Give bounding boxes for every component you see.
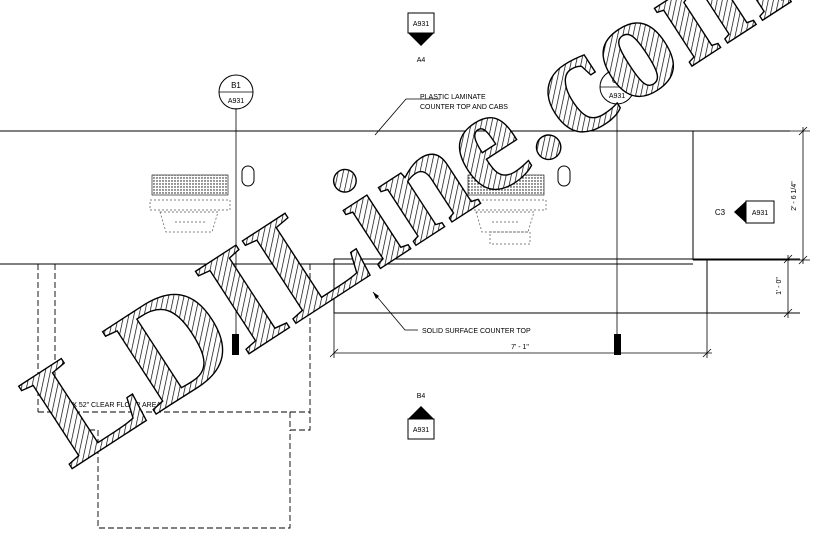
note-plastic-laminate-line2: COUNTER TOP AND CABS <box>420 104 508 111</box>
note-solid-surface: SOLID SURFACE COUNTER TOP <box>372 291 531 335</box>
section-marker-a4[interactable]: A931 A4 <box>407 12 435 64</box>
b4-sheet: A931 <box>413 427 429 434</box>
note-plastic-laminate: PLASTIC LAMINATE COUNTER TOP AND CABS <box>374 94 508 136</box>
section-marker-c3[interactable]: C3 A931 <box>715 200 775 224</box>
b4-label: B4 <box>417 393 426 400</box>
section-marker-b4[interactable]: B4 A931 <box>407 393 435 440</box>
a4-label: A4 <box>417 57 426 64</box>
c3-sheet: A931 <box>752 210 768 217</box>
solid-surface-counter <box>333 258 800 314</box>
dimension-counter-depth-text: 1' - 0" <box>776 277 783 295</box>
grid-c1-sheet: A931 <box>609 93 625 100</box>
sink-right <box>465 165 571 245</box>
grid-c1-id: C1 <box>612 76 623 85</box>
dimension-upper-height: 2' - 6 1/4" <box>790 126 810 265</box>
note-clear-floor: 30" X 52" CLEAR FLOOR AREA <box>60 402 161 409</box>
grid-bubble-b1[interactable]: B1 A931 <box>218 74 254 110</box>
grid-line-b1 <box>232 108 239 355</box>
grid-b1-sheet: A931 <box>228 98 244 105</box>
a4-sheet: A931 <box>413 21 429 28</box>
grid-line-c1 <box>614 103 621 355</box>
c3-label: C3 <box>715 208 726 217</box>
upper-elevation <box>0 130 790 265</box>
watermark-logo: LDILine.com <box>0 0 812 498</box>
dimension-counter-depth: 1' - 0" <box>770 254 800 318</box>
sink-left <box>149 165 255 233</box>
note-solid-surface-text: SOLID SURFACE COUNTER TOP <box>422 328 531 335</box>
note-plastic-laminate-line1: PLASTIC LAMINATE <box>420 94 486 101</box>
dimension-upper-height-text: 2' - 6 1/4" <box>791 181 798 211</box>
grid-bubble-c1[interactable]: C1 A931 <box>599 69 635 105</box>
clear-floor-area <box>37 264 311 529</box>
grid-b1-id: B1 <box>231 81 241 90</box>
dimension-counter-length: 7' - 1" <box>329 313 712 358</box>
dimension-counter-length-text: 7' - 1" <box>511 344 529 351</box>
